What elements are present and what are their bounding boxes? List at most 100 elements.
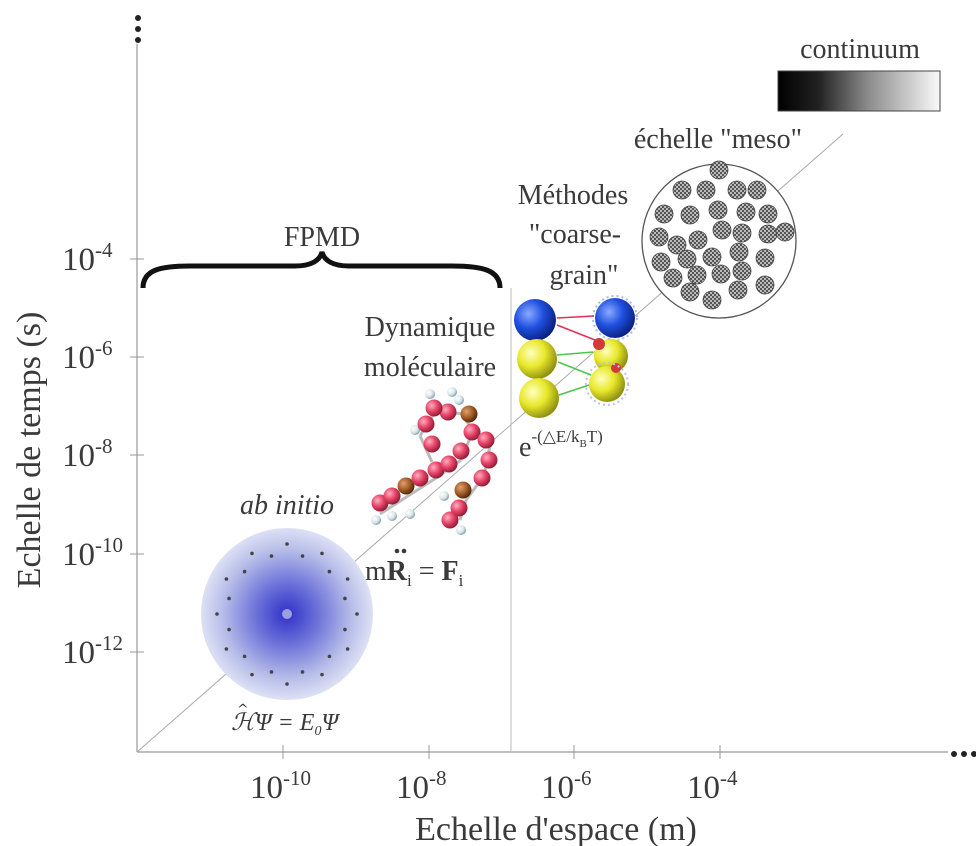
md-atom [417, 415, 435, 433]
electron-dot [227, 627, 231, 632]
x-tick-label: 10-8 [396, 766, 447, 806]
meso-bead [667, 235, 687, 255]
meso-bead [747, 180, 767, 200]
md-atom [450, 499, 468, 517]
electron-dot [224, 577, 229, 581]
meso-bead [712, 220, 732, 240]
x-tick-label: 10-6 [541, 766, 592, 806]
meso-bead [688, 230, 708, 250]
cg-bead-yellow [517, 339, 557, 379]
coarse-grain-label-line1: Méthodes [518, 180, 628, 211]
md-hydrogen [371, 515, 381, 525]
electron-dot [327, 654, 332, 659]
meso-bead [654, 204, 674, 224]
md-atom [473, 469, 491, 487]
electron-dot [320, 551, 324, 556]
md-atom [460, 405, 478, 423]
newton-double-dot [394, 548, 407, 554]
meso-bead [680, 282, 700, 302]
meso-bead [702, 247, 722, 267]
md-atom [441, 511, 459, 529]
cg-cluster-red-atom [593, 338, 605, 350]
electron-dot [327, 569, 332, 574]
continuum-label: continuum [800, 34, 920, 65]
md-atom [383, 487, 401, 505]
md-label-line2: moléculaire [364, 352, 496, 383]
y-axis-title: Echelle de temps (s) [11, 312, 48, 589]
md-hydrogen [387, 511, 397, 521]
cg-cluster-blue [595, 298, 635, 338]
md-atom [440, 455, 458, 473]
meso-bead [708, 200, 728, 220]
md-hydrogen [405, 509, 415, 519]
electron-dot [250, 551, 254, 556]
md-atom [397, 477, 415, 495]
electron-dot [320, 672, 324, 677]
y-tick-marks [130, 258, 144, 653]
electron-dot [343, 596, 347, 601]
md-molecule [371, 387, 498, 535]
schrodinger-equation: ℋΨ = E0Ψ [231, 710, 340, 739]
cg-cluster-yellow [589, 366, 625, 402]
meso-bead [758, 224, 778, 244]
ab-initio-label: ab initio [240, 490, 334, 521]
meso-bead [709, 160, 729, 180]
meso-bead [677, 249, 697, 269]
meso-bead [672, 180, 692, 200]
md-hydrogen [439, 491, 449, 501]
md-region: Dynamique moléculaire mRi = Fi [364, 312, 498, 590]
cg-cluster-red-atom [611, 363, 621, 373]
electron-dot [300, 554, 305, 558]
md-atom [425, 399, 443, 417]
md-hydrogen [456, 525, 466, 535]
meso-bead [758, 204, 778, 224]
x-axis-title: Echelle d'espace (m) [415, 811, 697, 846]
md-bond [379, 494, 409, 516]
electron-dot [269, 554, 274, 558]
y-axis-ellipsis [135, 15, 141, 43]
boltzmann-factor: e-(△E/kBT) [519, 427, 603, 463]
cg-bead-yellow [519, 378, 559, 418]
coarse-grain-label-line3: grain" [550, 260, 619, 291]
meso-region: échelle "meso" [634, 124, 802, 319]
x-tick-labels: 10-10 10-8 10-6 10-4 [250, 766, 738, 806]
meso-bead [649, 227, 669, 247]
cg-bead-blue [514, 299, 556, 341]
md-label-line1: Dynamique [365, 312, 496, 343]
coarse-grain-label-line2: "coarse- [529, 219, 621, 250]
electron-dot [250, 672, 254, 677]
meso-bead [732, 261, 752, 281]
x-tick-label: 10-10 [250, 766, 311, 806]
md-atom [427, 461, 445, 479]
meso-bead [687, 265, 707, 285]
meso-bead [729, 242, 749, 262]
cg-cluster-blue-halo [592, 295, 638, 341]
cg-mapping-arrows [556, 315, 596, 396]
md-atom [480, 451, 498, 469]
meso-bead [775, 222, 795, 242]
meso-bead [727, 180, 747, 200]
y-tick-label: 10-12 [62, 631, 123, 671]
y-tick-label: 10-4 [62, 238, 113, 278]
x-axis-ellipsis [951, 751, 976, 757]
md-atom [452, 442, 470, 460]
meso-bead [728, 280, 748, 300]
cg-cluster-halo [585, 362, 629, 406]
electron-dot [300, 670, 305, 674]
meso-bead [736, 202, 756, 222]
electron-dot [355, 612, 359, 616]
fpmd-label: FPMD [284, 222, 360, 253]
md-hydrogen [454, 395, 464, 405]
md-atom [463, 423, 481, 441]
ab-initio-nucleus [282, 609, 292, 619]
y-tick-label: 10-10 [62, 533, 123, 573]
ab-initio-electrons [215, 542, 359, 686]
y-tick-label: 10-8 [62, 434, 113, 474]
electron-dot [242, 569, 247, 574]
md-atom [454, 481, 472, 499]
md-hydrogen [425, 389, 435, 399]
meso-label: échelle "meso" [634, 124, 802, 155]
meso-bead [663, 268, 683, 288]
meso-bead [732, 223, 752, 243]
